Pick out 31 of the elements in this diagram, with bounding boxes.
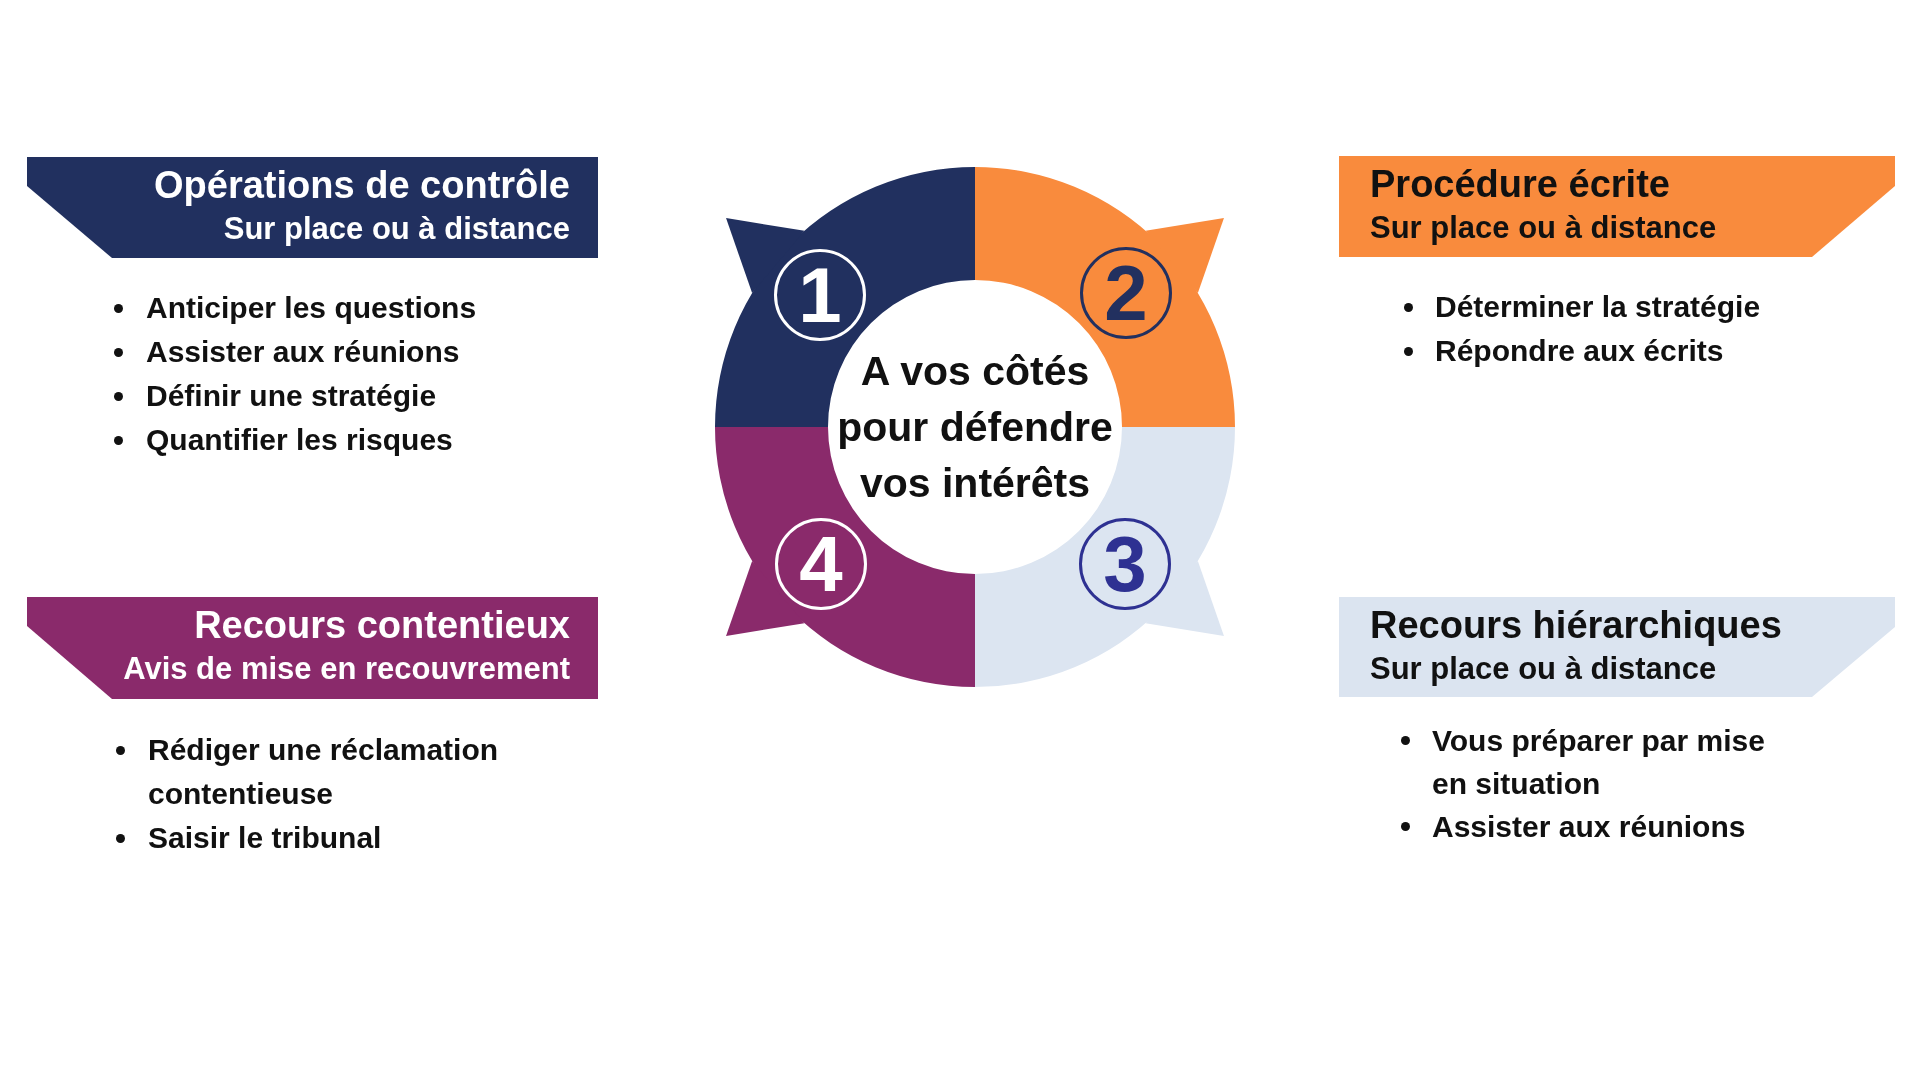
bullet-text: Répondre aux écrits [1435,333,1724,369]
banner-subtitle: Avis de mise en recouvrement [123,650,570,688]
step-circle [1080,247,1172,339]
bullet-text: Déterminer la stratégie [1435,289,1761,325]
bullet-text: Quantifier les risques [146,422,453,458]
step-number: 3 [1103,525,1147,603]
step-circle [1079,518,1171,610]
banner-title: Recours contentieux [194,603,570,648]
banner-title: Opérations de contrôle [154,163,570,208]
bullet-text: Vous préparer par mise en situation [1432,722,1766,802]
banner [1339,156,1895,257]
bullet-text: Définir une stratégie [146,378,437,414]
step-number: 4 [799,525,843,603]
step-circle [774,249,866,341]
banner-subtitle: Sur place ou à distance [223,210,570,248]
banner-title: Recours hiérarchiques [1370,603,1782,648]
banner-subtitle: Sur place ou à distance [1370,209,1717,247]
bullet-text: Anticiper les questions [146,290,477,326]
step-circle [775,518,867,610]
bullet-text: Assister aux réunions [146,334,460,370]
bullet-text: Rédiger une réclamation contentieuse [148,732,500,812]
bullet-text: Assister aux réunions [1432,808,1746,845]
center-label: A vos côtés pour défendre vos intérêts [836,347,1114,508]
step-number: 2 [1104,254,1148,332]
bullet-text: Saisir le tribunal [148,820,382,856]
banner [27,157,598,258]
step-number: 1 [798,256,842,334]
banner [27,597,598,699]
banner [1339,597,1895,697]
banner-title: Procédure écrite [1370,162,1670,207]
banner-subtitle: Sur place ou à distance [1370,650,1717,688]
